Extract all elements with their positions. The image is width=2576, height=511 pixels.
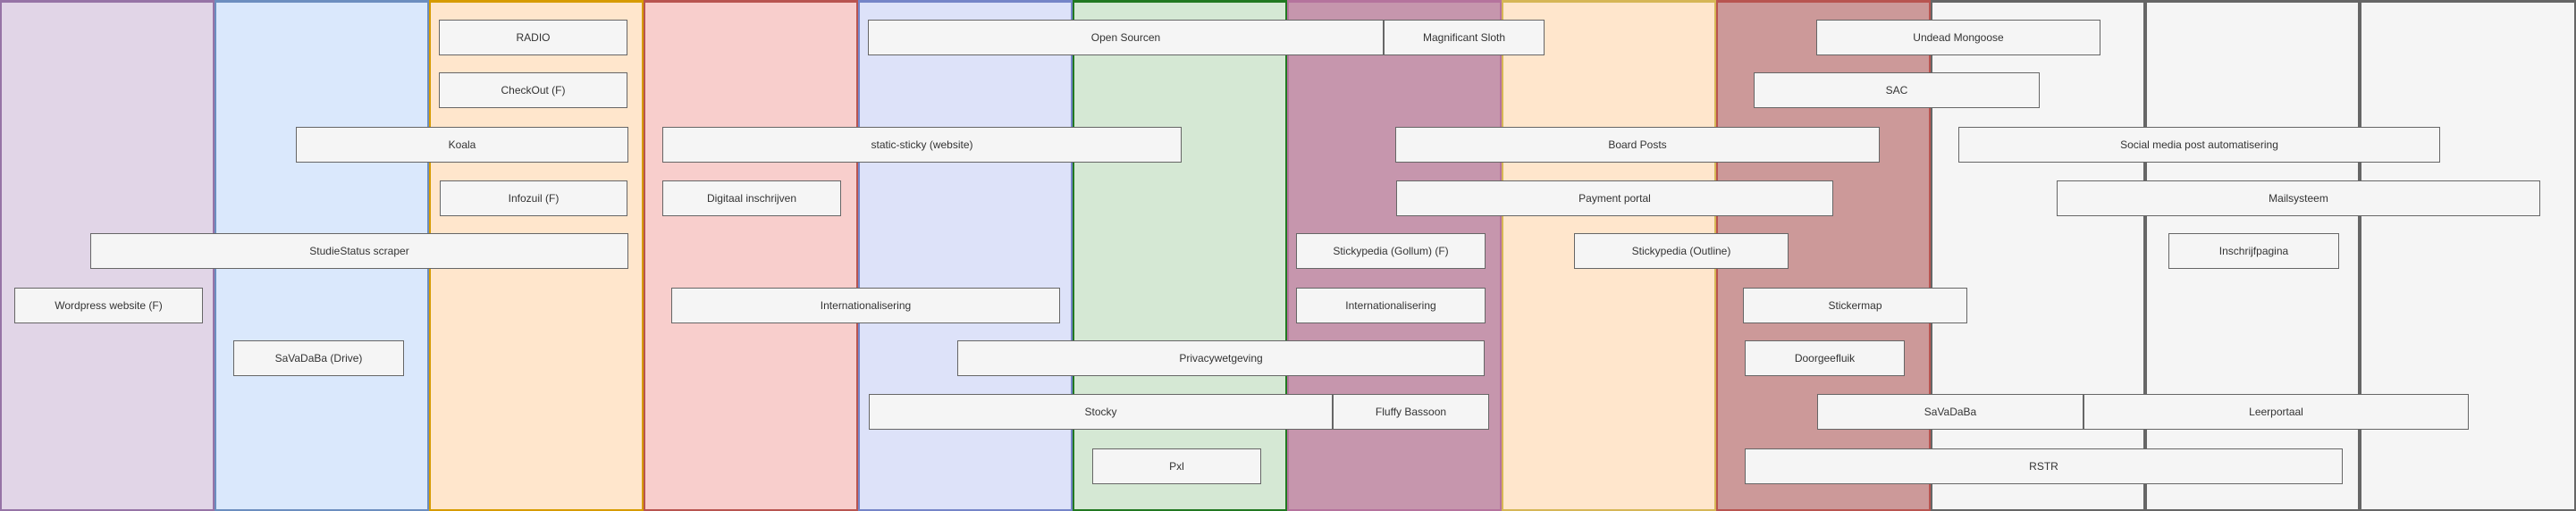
task-box[interactable]: Internationalisering: [1296, 288, 1486, 323]
task-box[interactable]: Doorgeefluik: [1745, 340, 1905, 376]
task-box[interactable]: Privacywetgeving: [957, 340, 1485, 376]
swimlane-lane-12[interactable]: [2360, 0, 2576, 511]
task-box[interactable]: Board Posts: [1395, 127, 1880, 163]
task-box[interactable]: Stickypedia (Gollum) (F): [1296, 233, 1486, 269]
task-box[interactable]: Wordpress website (F): [14, 288, 203, 323]
swimlane-lane-6[interactable]: [1073, 0, 1287, 511]
task-box[interactable]: SaVaDaBa (Drive): [233, 340, 404, 376]
swimlane-lane-5[interactable]: [858, 0, 1073, 511]
swimlane-lane-4[interactable]: [644, 0, 858, 511]
task-box[interactable]: Digitaal inschrijven: [662, 180, 841, 216]
task-box[interactable]: Mailsysteem: [2057, 180, 2540, 216]
task-box[interactable]: Internationalisering: [671, 288, 1060, 323]
task-box[interactable]: Magnificant Sloth: [1384, 20, 1545, 55]
task-box[interactable]: Leerportaal: [2084, 394, 2469, 430]
task-box[interactable]: Undead Mongoose: [1816, 20, 2100, 55]
task-box[interactable]: Stickypedia (Outline): [1574, 233, 1789, 269]
task-box[interactable]: Fluffy Bassoon: [1333, 394, 1489, 430]
task-box[interactable]: Open Sourcen: [868, 20, 1384, 55]
task-box[interactable]: Pxl: [1092, 448, 1261, 484]
task-box[interactable]: Inschrijfpagina: [2168, 233, 2339, 269]
task-box[interactable]: CheckOut (F): [439, 72, 627, 108]
task-box[interactable]: Stickermap: [1743, 288, 1967, 323]
task-box[interactable]: RSTR: [1745, 448, 2343, 484]
task-box[interactable]: static-sticky (website): [662, 127, 1182, 163]
task-box[interactable]: Payment portal: [1396, 180, 1833, 216]
task-box[interactable]: RADIO: [439, 20, 627, 55]
task-box[interactable]: SaVaDaBa: [1817, 394, 2084, 430]
task-box[interactable]: Stocky: [869, 394, 1333, 430]
task-box[interactable]: Infozuil (F): [440, 180, 627, 216]
task-box[interactable]: Social media post automatisering: [1958, 127, 2440, 163]
task-box[interactable]: StudieStatus scraper: [90, 233, 628, 269]
task-box[interactable]: Koala: [296, 127, 628, 163]
task-box[interactable]: SAC: [1754, 72, 2040, 108]
